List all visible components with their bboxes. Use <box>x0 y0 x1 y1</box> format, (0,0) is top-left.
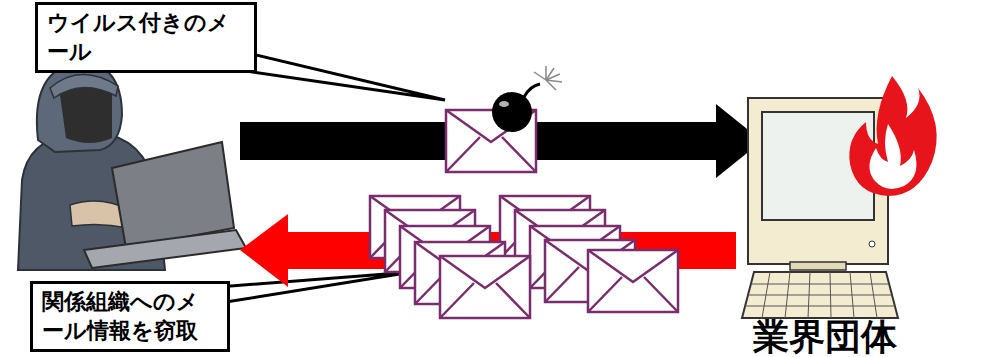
organization-label: 業界団体 <box>725 313 925 357</box>
flame-core <box>869 124 916 189</box>
callout-text: ウイルス付きのメール <box>47 9 245 66</box>
envelope <box>440 256 530 318</box>
laptop <box>84 142 246 268</box>
bomb-fuse <box>524 84 540 97</box>
arrow-head <box>240 214 288 287</box>
spark <box>534 66 562 90</box>
stolen-mails <box>370 196 678 318</box>
bomb-shine <box>499 101 509 107</box>
monitor-stand <box>790 262 846 270</box>
keyboard <box>742 272 898 318</box>
hacker-face <box>60 86 112 143</box>
envelope <box>588 250 678 312</box>
computer <box>742 76 937 318</box>
laptop-base <box>84 230 246 268</box>
flame <box>849 76 936 196</box>
hacker-hat-brim <box>50 74 118 98</box>
virus-mail <box>446 66 562 172</box>
callout-box: ウイルス付きのメール <box>35 2 257 73</box>
keyboard-keys <box>745 272 895 318</box>
power-button <box>869 241 875 247</box>
hacker-hood <box>37 62 122 152</box>
callout-box: 関係組織へのメール情報を窃取 <box>30 281 230 352</box>
bomb <box>492 92 532 132</box>
callout-text: 関係組織へのメール情報を窃取 <box>42 288 218 345</box>
